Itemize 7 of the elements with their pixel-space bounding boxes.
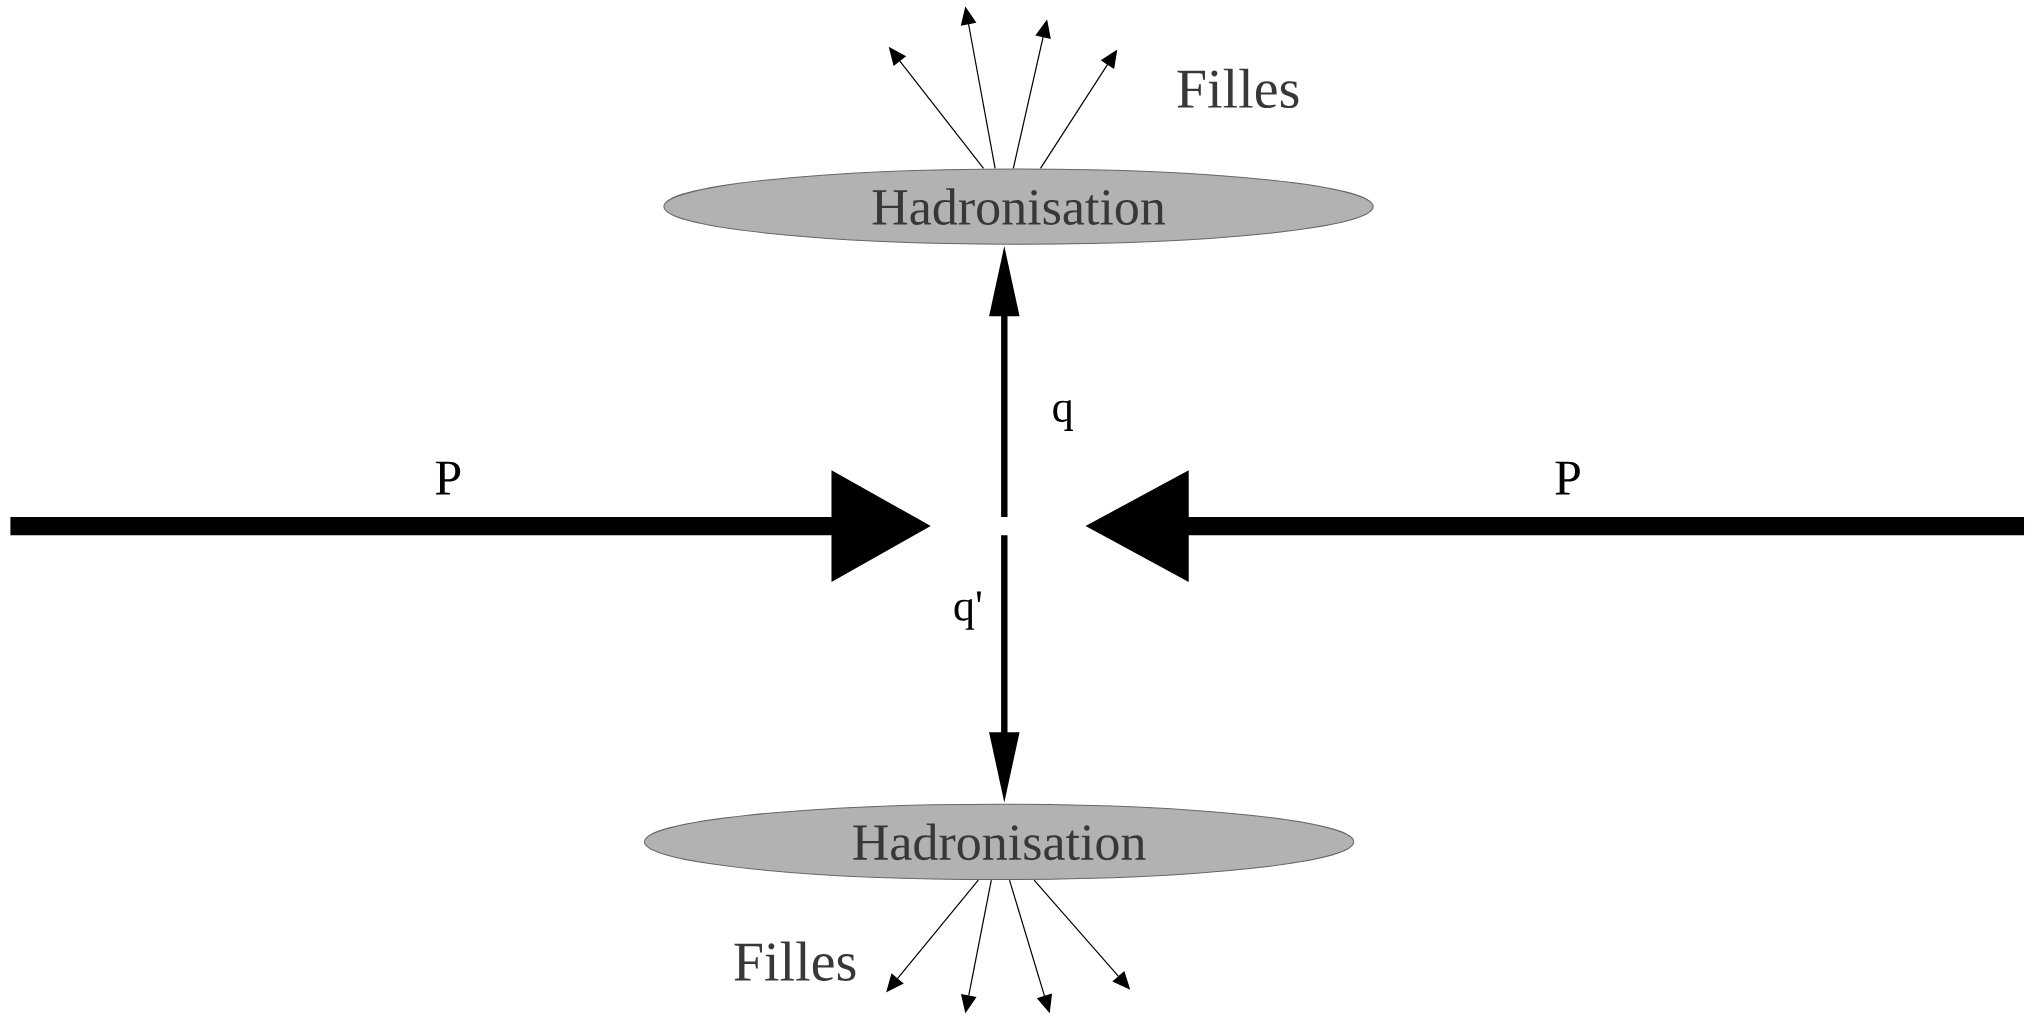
edge-label: q' xyxy=(954,591,982,630)
edge-label: q xyxy=(1053,400,1073,431)
label: P xyxy=(1555,461,1580,495)
label: Filles xyxy=(1177,68,1299,108)
arrow xyxy=(1039,49,1118,169)
label: P xyxy=(435,461,461,495)
label: Filles xyxy=(734,941,856,981)
